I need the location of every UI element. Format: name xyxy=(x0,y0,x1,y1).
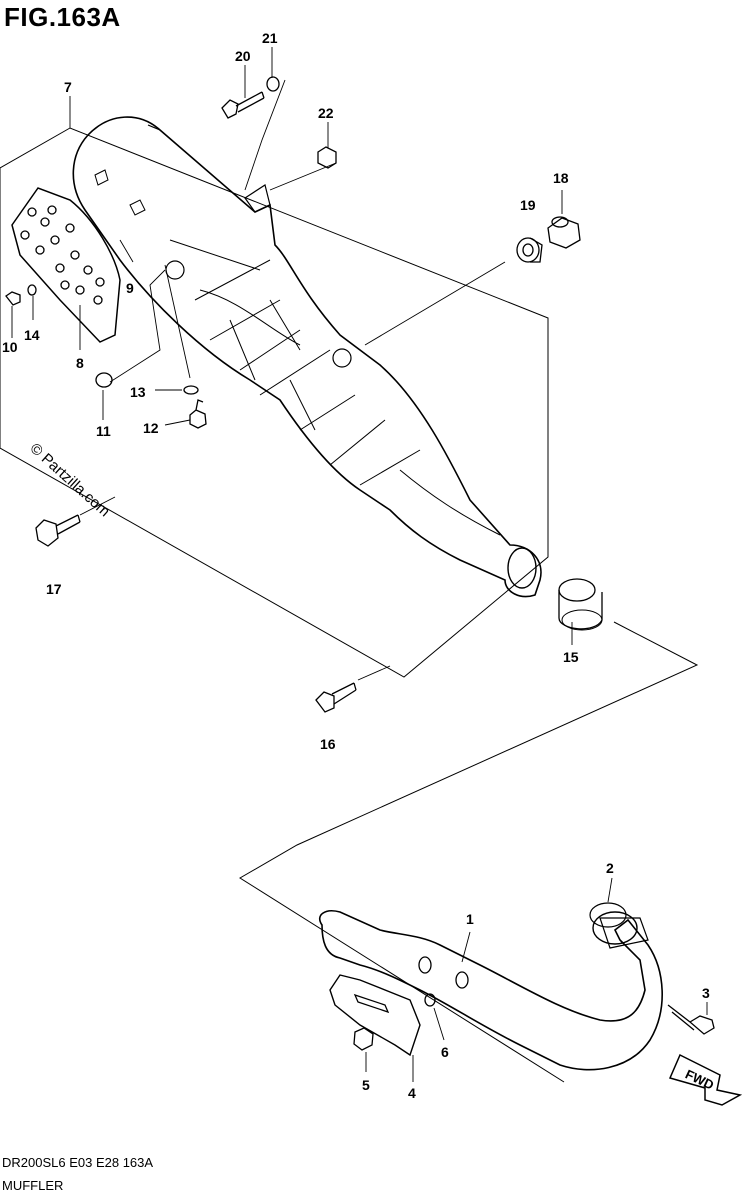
callout-4: 4 xyxy=(408,1085,416,1101)
bolt-10 xyxy=(5,291,21,306)
gasket-15 xyxy=(558,578,603,631)
cushion-19 xyxy=(516,237,543,263)
callout-14: 14 xyxy=(24,327,40,343)
figure-code: DR200SL6 E03 E28 163A xyxy=(2,1155,154,1170)
callout-6: 6 xyxy=(441,1044,449,1060)
bolt-20 xyxy=(221,91,265,119)
callout-18: 18 xyxy=(553,170,569,186)
callout-19: 19 xyxy=(520,197,536,213)
gasket-2 xyxy=(589,902,627,928)
washer-14 xyxy=(27,284,37,296)
callout-16: 16 xyxy=(320,736,336,752)
leader-lines xyxy=(11,47,708,1082)
fwd-arrow: FWD xyxy=(668,1053,742,1106)
assembly-boundary-lower xyxy=(239,621,699,1083)
callout-12: 12 xyxy=(143,420,159,436)
callout-10: 10 xyxy=(2,339,18,355)
callout-22: 22 xyxy=(318,105,334,121)
callout-3: 3 xyxy=(702,985,710,1001)
nut-22 xyxy=(317,146,337,169)
nut-5 xyxy=(353,1027,374,1051)
muffler-body xyxy=(72,116,542,598)
washer-21 xyxy=(266,76,280,92)
exhaust-pipe xyxy=(318,910,663,1071)
washer-6 xyxy=(424,993,436,1007)
callout-1: 1 xyxy=(466,911,474,927)
callout-21: 21 xyxy=(262,30,278,46)
callout-15: 15 xyxy=(563,649,579,665)
bolt-16 xyxy=(315,682,357,713)
callout-13: 13 xyxy=(130,384,146,400)
washer-11 xyxy=(95,372,113,388)
figure-name: MUFFLER xyxy=(2,1178,64,1193)
callout-2: 2 xyxy=(606,860,614,876)
callout-11: 11 xyxy=(96,423,111,439)
collar-18 xyxy=(547,216,581,249)
washer-13 xyxy=(183,385,199,395)
bolt-12 xyxy=(189,399,207,429)
callout-8: 8 xyxy=(76,355,84,371)
callout-17: 17 xyxy=(46,581,62,597)
bracket-4 xyxy=(329,974,421,1057)
figure-title: FIG.163A xyxy=(4,2,121,32)
callout-5: 5 xyxy=(362,1077,370,1093)
bolt-3 xyxy=(667,1004,715,1035)
callout-9: 9 xyxy=(126,280,134,296)
protector-plate xyxy=(11,187,121,343)
callout-7: 7 xyxy=(64,79,72,95)
bolt-17 xyxy=(35,514,81,547)
callout-20: 20 xyxy=(235,48,251,64)
